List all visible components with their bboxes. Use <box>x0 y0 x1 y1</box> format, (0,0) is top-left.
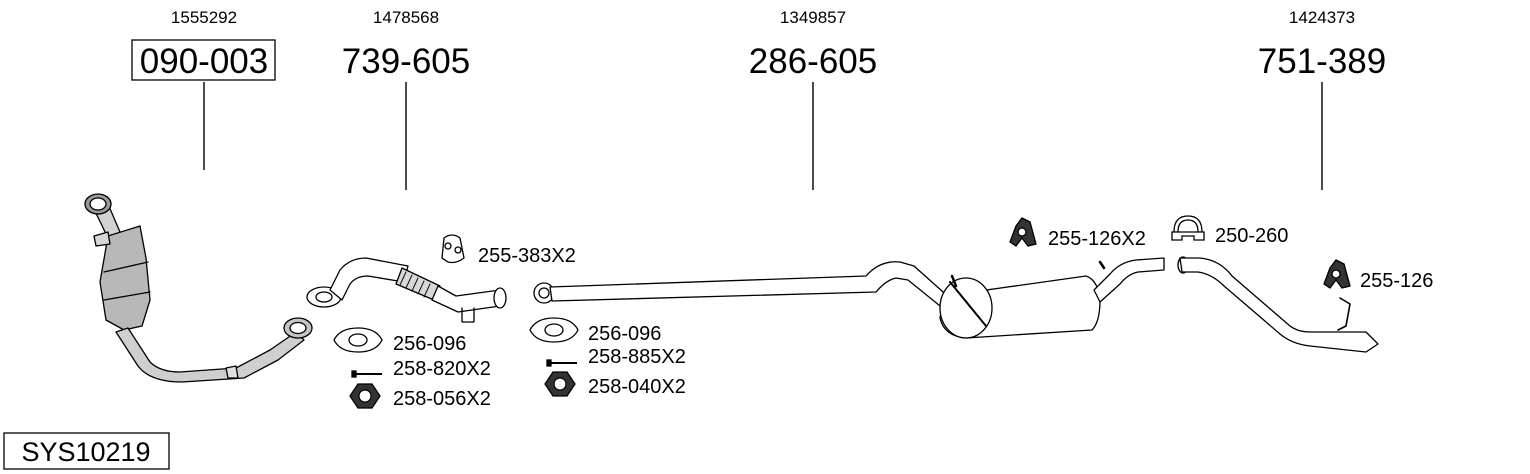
oem-number-4: 1424373 <box>1289 8 1355 27</box>
nut-icon <box>349 383 381 409</box>
accessory-label: 258-820X2 <box>393 358 491 380</box>
clamp-icon <box>1171 215 1205 241</box>
flex-front-pipe-part <box>306 257 507 323</box>
part-number-1: 090-003 <box>140 42 268 81</box>
system-code: SYS10219 <box>21 437 150 467</box>
system-code-box <box>3 432 170 470</box>
accessory-label: 250-260 <box>1215 225 1288 247</box>
bolt-icon <box>351 370 382 378</box>
accessory-label: 258-056X2 <box>393 388 491 410</box>
catalytic-converter-part <box>84 193 313 383</box>
nut-icon <box>544 371 576 397</box>
oem-number-2: 1478568 <box>373 8 439 27</box>
part-number-box <box>131 39 276 81</box>
accessory-label: 255-126 <box>1360 270 1433 292</box>
hanger-icon <box>1009 217 1037 247</box>
part-number-3: 286-605 <box>749 42 877 81</box>
center-silencer-part <box>533 257 1165 339</box>
rear-pipe-part <box>1177 256 1379 353</box>
accessory-label: 258-040X2 <box>588 376 686 398</box>
part-number-4: 751-389 <box>1258 42 1386 81</box>
part-number-2: 739-605 <box>342 42 470 81</box>
oem-number-3: 1349857 <box>780 8 846 27</box>
gasket-icon <box>333 327 383 353</box>
hanger-icon <box>441 234 465 264</box>
accessory-label: 258-885X2 <box>588 346 686 368</box>
accessory-label: 255-126X2 <box>1048 228 1146 250</box>
accessory-label: 256-096 <box>393 333 466 355</box>
oem-number-1: 1555292 <box>171 8 237 27</box>
accessory-label: 255-383X2 <box>478 245 576 267</box>
gasket-icon <box>529 317 579 343</box>
bolt-icon <box>546 359 577 367</box>
accessory-label: 256-096 <box>588 323 661 345</box>
hanger-icon <box>1323 259 1351 289</box>
